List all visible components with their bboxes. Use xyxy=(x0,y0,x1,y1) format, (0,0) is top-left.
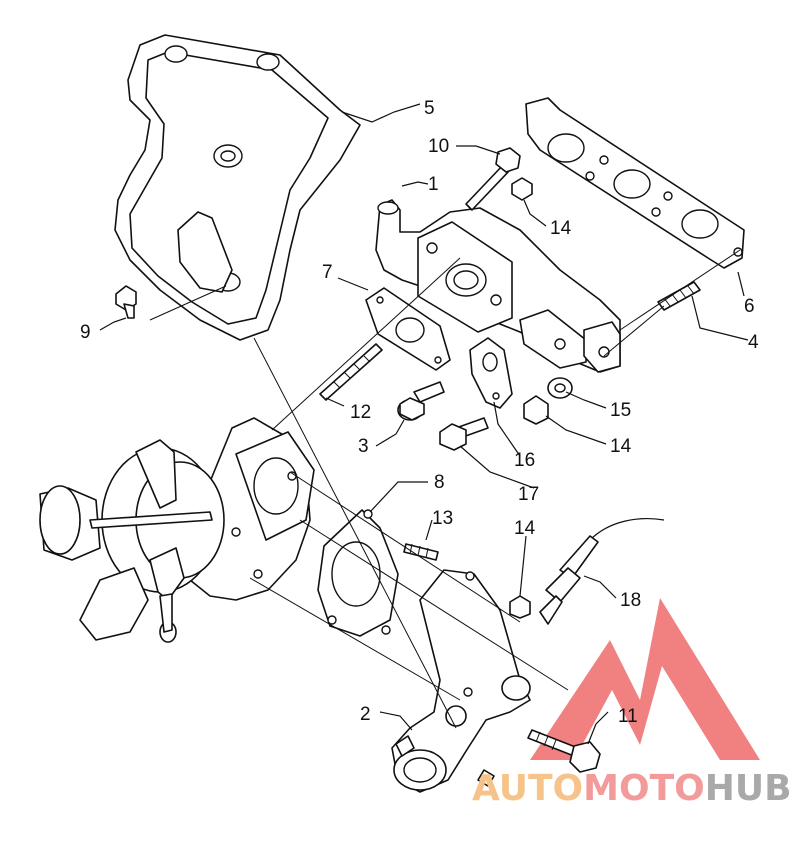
part-11-bolt xyxy=(527,729,601,773)
callout-labels: 1 2 3 4 5 6 7 8 9 10 11 12 13 14 14 14 1… xyxy=(80,98,759,727)
part-9-bolt xyxy=(115,285,137,319)
watermark-text: AUTOMOTOHUB xyxy=(472,768,792,809)
callout-6: 6 xyxy=(744,296,755,317)
callout-11: 11 xyxy=(618,706,638,727)
callout-7: 7 xyxy=(322,262,333,283)
part-18-oxygen-sensor xyxy=(539,518,665,625)
callout-13: 13 xyxy=(432,508,453,529)
callout-4: 4 xyxy=(748,332,759,353)
watermark-auto: AUTO xyxy=(472,768,583,809)
callout-18: 18 xyxy=(620,590,641,611)
part-16-bracket-plate xyxy=(469,337,513,409)
part-17-bolt xyxy=(439,417,489,451)
callout-14-top: 14 xyxy=(550,218,572,239)
part-10-bolt xyxy=(465,147,521,211)
callout-12: 12 xyxy=(350,402,371,423)
svg-text:AUTOMOTOHUB: AUTOMOTOHUB xyxy=(472,768,792,809)
leader-lines xyxy=(99,103,749,745)
part-4-stud xyxy=(657,281,701,311)
callout-2: 2 xyxy=(360,704,371,725)
callout-14-mid: 14 xyxy=(610,436,632,457)
logo-triangle-outer xyxy=(530,598,760,760)
callout-1: 1 xyxy=(428,174,439,195)
alignment-lines xyxy=(149,249,741,729)
callout-5: 5 xyxy=(424,98,435,119)
part-3-bolt xyxy=(397,381,445,421)
logo-triangle-inner xyxy=(600,718,628,740)
part-13-stud xyxy=(403,543,439,561)
callout-16: 16 xyxy=(514,450,535,471)
callout-15: 15 xyxy=(610,400,631,421)
automotohub-logo xyxy=(530,598,760,760)
watermark-hub: HUB xyxy=(705,768,792,809)
part-6-manifold-gasket xyxy=(525,97,745,269)
part-12-stud xyxy=(319,343,383,401)
part-5-heat-shield xyxy=(114,34,361,341)
logo-triangle-inner-2 xyxy=(650,700,690,740)
callout-10: 10 xyxy=(428,136,449,157)
part-14-nut-a xyxy=(511,177,533,201)
part-7-flange-gasket xyxy=(365,287,451,371)
part-1-exhaust-manifold xyxy=(375,199,621,373)
callout-17: 17 xyxy=(518,484,539,505)
turbocharger xyxy=(39,417,315,643)
part-14-nut-c xyxy=(509,595,531,619)
callout-3: 3 xyxy=(358,436,369,457)
callout-14-low: 14 xyxy=(514,518,536,539)
part-15-washer xyxy=(547,377,573,399)
part-8-turbo-gasket xyxy=(317,509,399,637)
part-14-nut-b xyxy=(523,395,549,425)
callout-9: 9 xyxy=(80,322,91,343)
watermark-moto: MOTO xyxy=(583,768,705,809)
part-2-exhaust-elbow xyxy=(391,569,531,793)
callout-8: 8 xyxy=(434,472,445,493)
